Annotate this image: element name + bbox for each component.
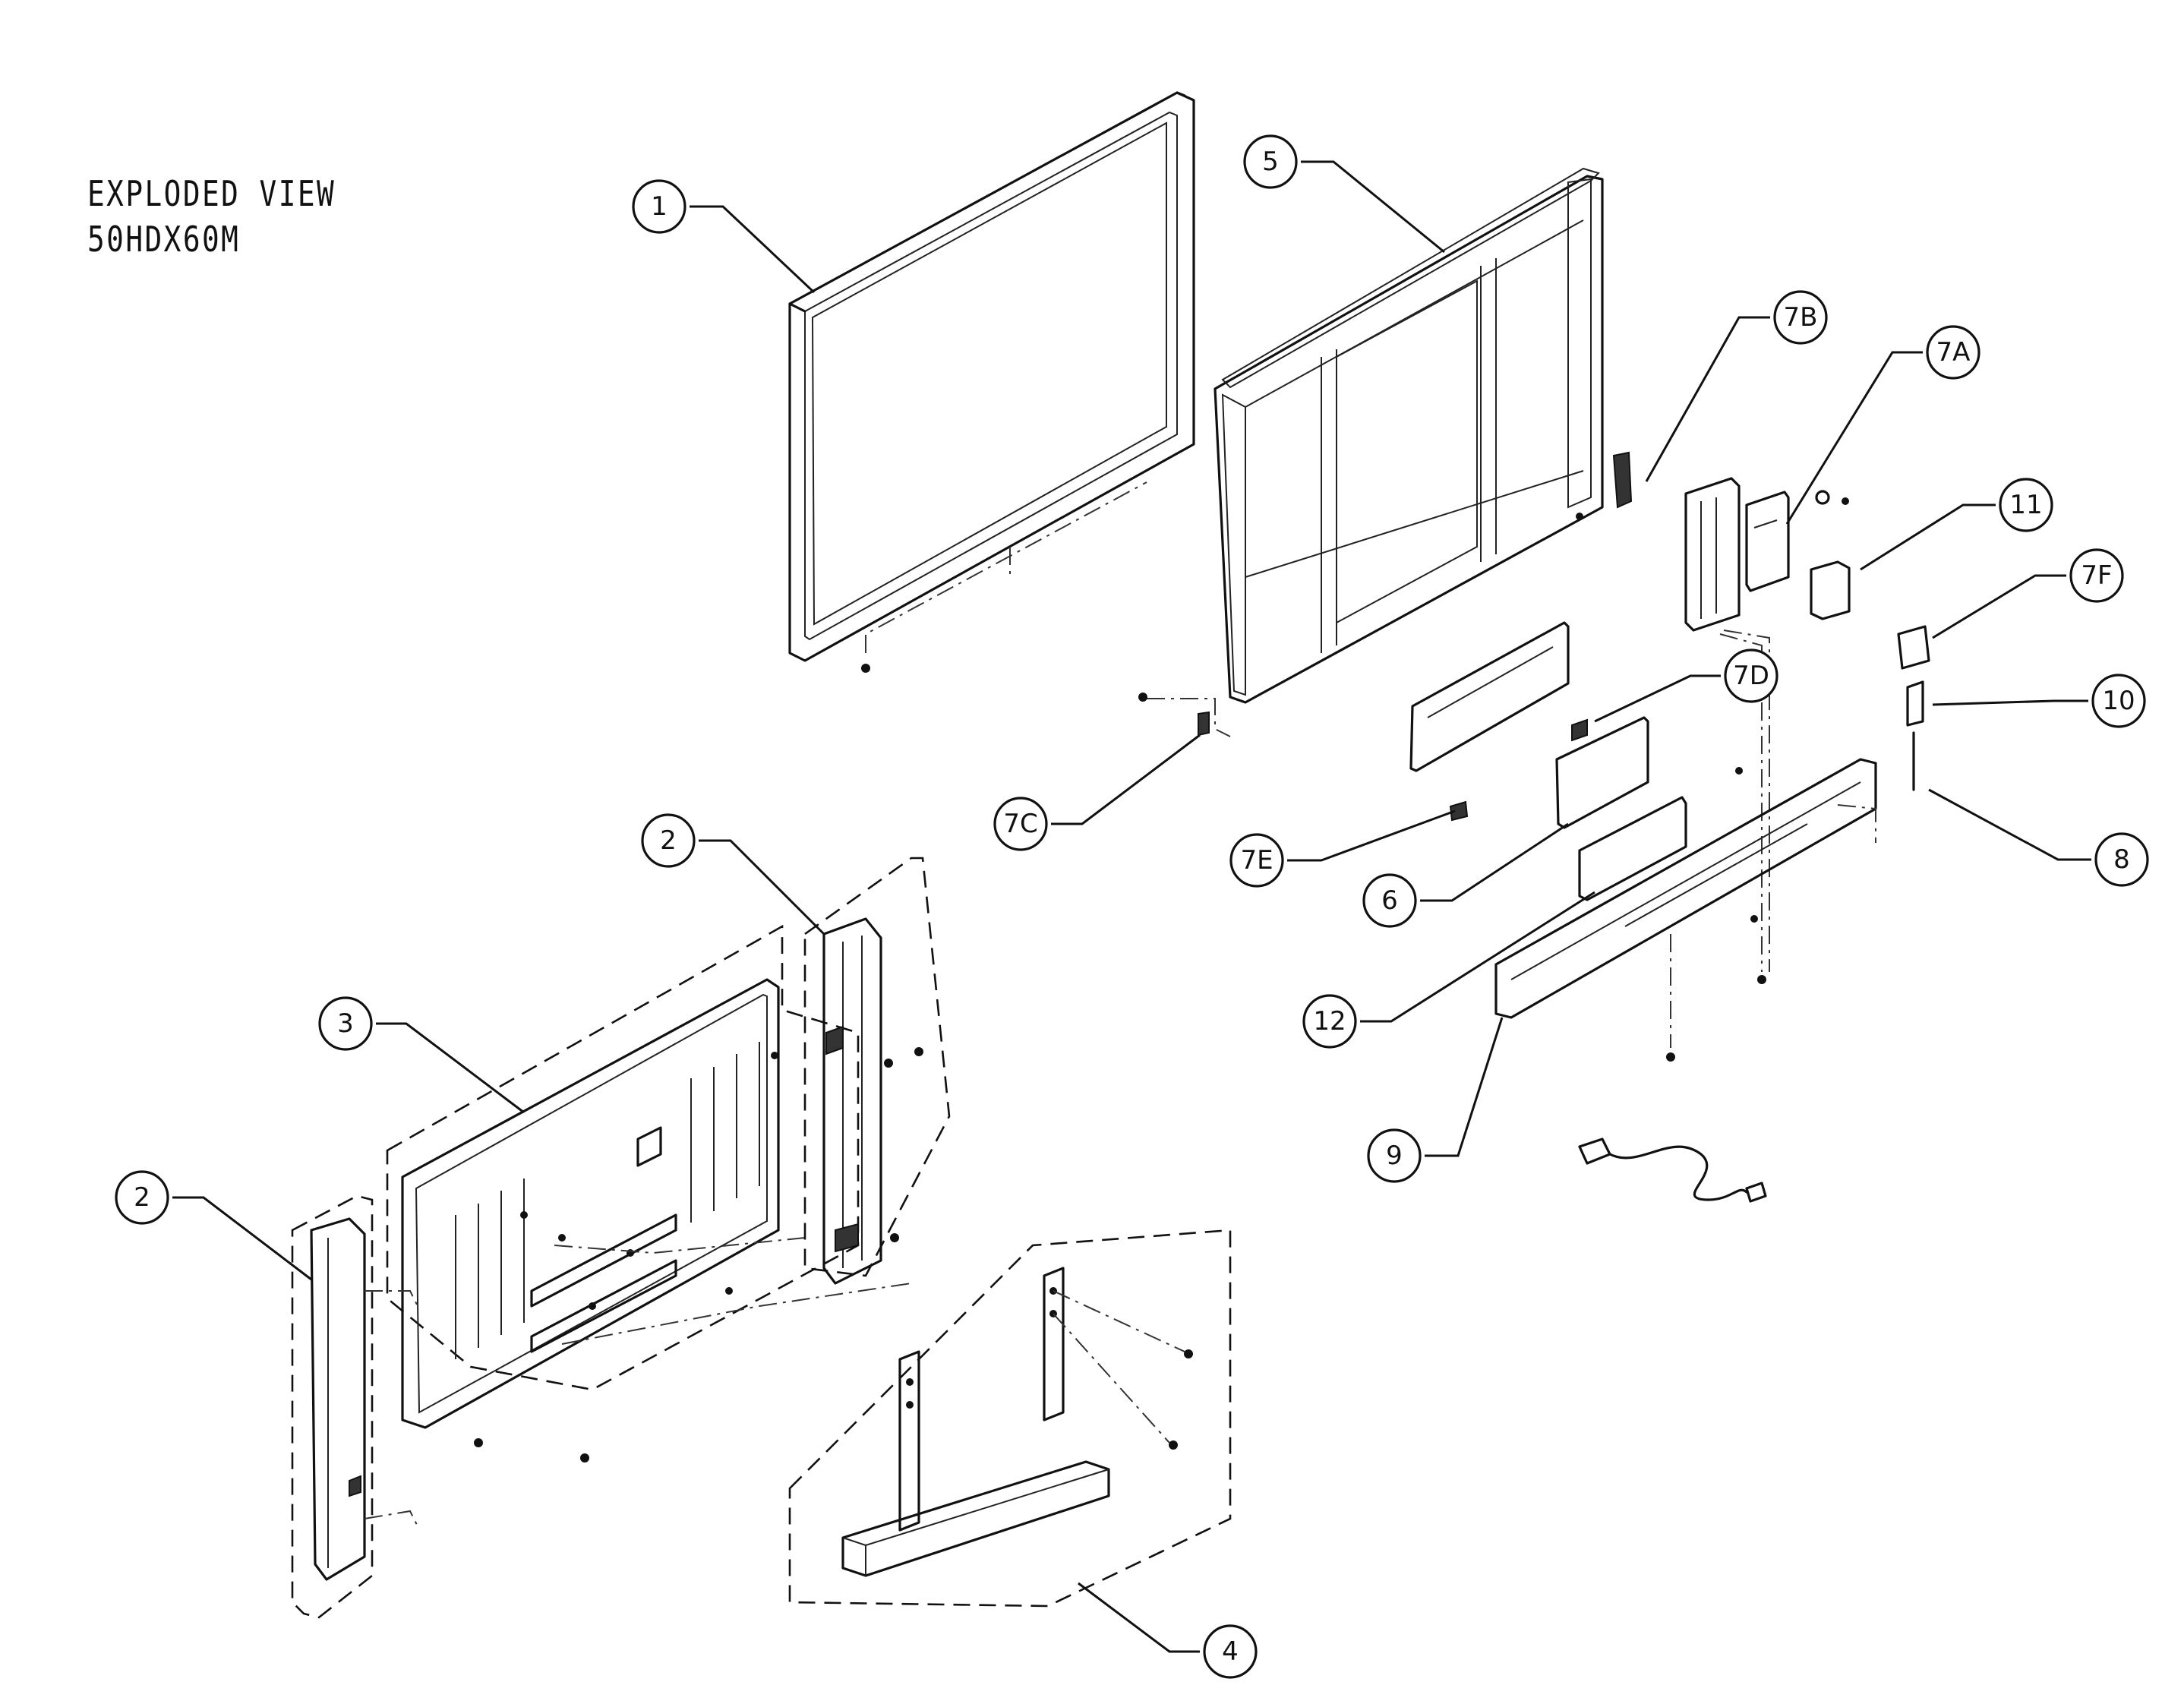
chassis-frame-part (1138, 167, 1633, 737)
callout-2-left: 2 (115, 1170, 169, 1225)
svg-text:7B: 7B (1784, 302, 1818, 333)
callout-7c: 7C (993, 797, 1048, 851)
left-speaker-part (291, 1194, 418, 1619)
svg-text:10: 10 (2102, 686, 2135, 716)
model-number: 50HDX60M (87, 219, 241, 260)
callout-2-right: 2 (641, 813, 696, 868)
callout-5: 5 (1243, 134, 1298, 189)
svg-text:4: 4 (1222, 1636, 1239, 1667)
callout-7a: 7A (1926, 325, 1980, 380)
callout-12: 12 (1302, 994, 1357, 1049)
callout-7f: 7F (2069, 548, 2124, 603)
callout-7e: 7E (1229, 833, 1284, 888)
callout-11: 11 (1999, 478, 2053, 532)
small-components (1684, 477, 1930, 984)
svg-text:9: 9 (1386, 1141, 1403, 1171)
power-cord (1578, 1138, 1767, 1203)
svg-text:3: 3 (337, 1008, 354, 1039)
callout-8: 8 (2094, 832, 2149, 887)
callout-7d: 7D (1724, 648, 1778, 703)
svg-text:5: 5 (1262, 147, 1279, 177)
svg-text:11: 11 (2009, 490, 2042, 520)
svg-text:2: 2 (134, 1182, 150, 1213)
svg-text:12: 12 (1313, 1006, 1346, 1037)
callout-6: 6 (1362, 873, 1417, 928)
svg-text:7D: 7D (1733, 661, 1769, 691)
callout-3: 3 (318, 996, 373, 1051)
circuit-boards (1409, 621, 1687, 901)
callout-9: 9 (1367, 1128, 1422, 1183)
callout-1: 1 (632, 179, 686, 234)
svg-text:2: 2 (660, 825, 677, 856)
svg-text:1: 1 (651, 191, 668, 222)
stand-part (788, 1229, 1232, 1608)
rear-cover-part (386, 924, 912, 1463)
leader-lines (172, 160, 2091, 1653)
svg-text:7F: 7F (2081, 560, 2112, 591)
lower-bracket-part (1494, 758, 1877, 1062)
right-speaker-part (803, 857, 951, 1285)
callout-7b: 7B (1773, 290, 1828, 345)
svg-text:6: 6 (1381, 885, 1398, 916)
svg-text:7A: 7A (1936, 337, 1971, 368)
callout-4: 4 (1203, 1624, 1258, 1679)
svg-text:8: 8 (2113, 844, 2130, 875)
callout-10: 10 (2091, 674, 2146, 728)
svg-text:7E: 7E (1240, 845, 1273, 876)
diagram-title: EXPLODED VIEW (87, 173, 336, 214)
svg-text:7C: 7C (1003, 809, 1037, 839)
front-bezel-part (788, 91, 1195, 673)
